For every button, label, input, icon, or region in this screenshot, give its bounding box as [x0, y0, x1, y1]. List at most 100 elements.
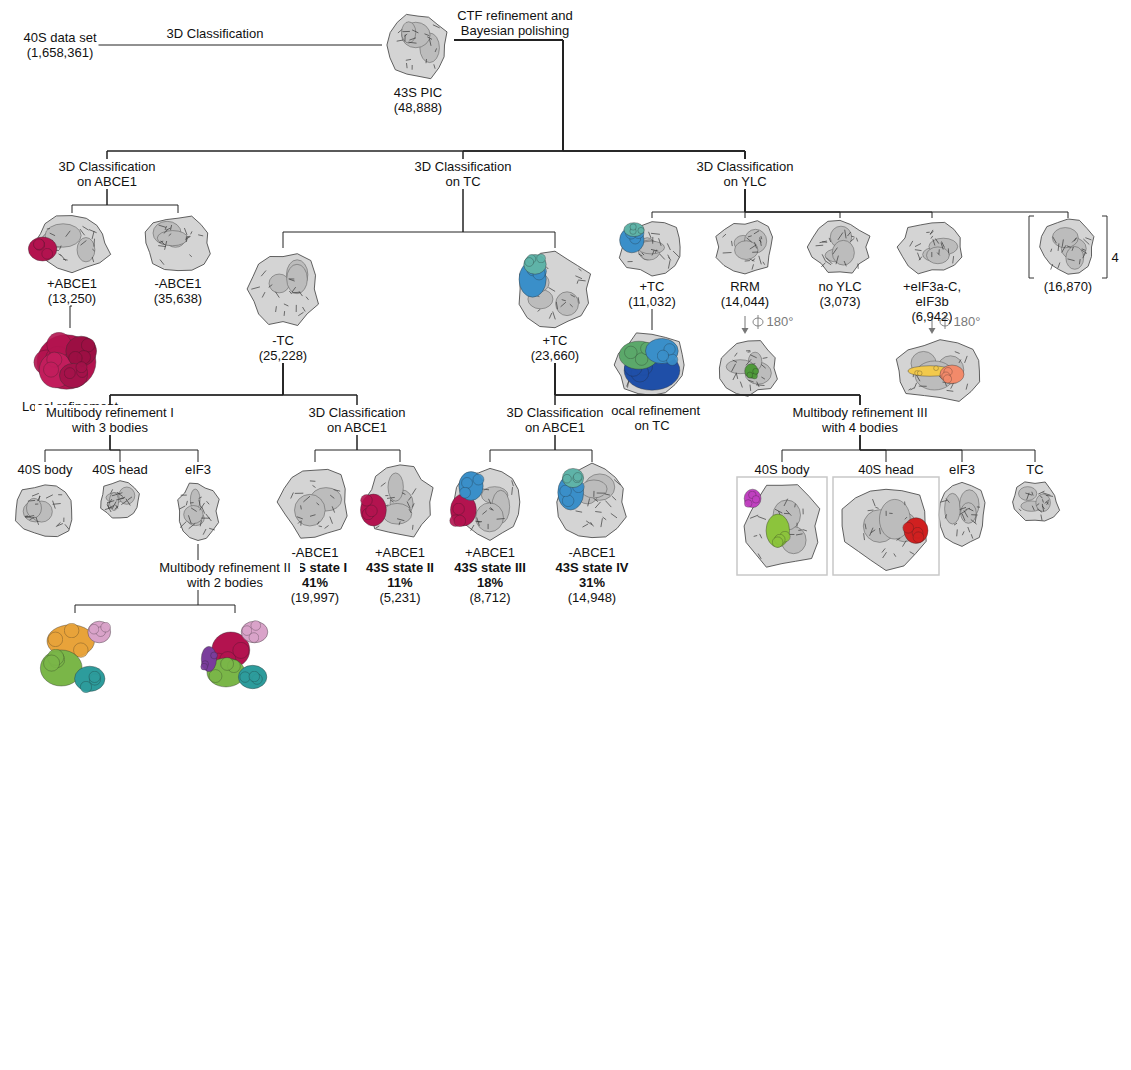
map-lobe	[383, 503, 412, 524]
map-outline	[16, 485, 72, 537]
map-subunit	[943, 375, 951, 383]
map-detail	[116, 505, 118, 509]
map-detail	[330, 517, 333, 524]
map-node: -TC(25,228)	[241, 248, 325, 363]
map-detail	[1081, 250, 1087, 254]
map-detail	[25, 516, 34, 518]
tree-connector	[454, 40, 1068, 218]
map-lobe	[832, 240, 854, 265]
map-detail	[975, 515, 976, 523]
map-detail	[803, 530, 807, 531]
arrow-head	[929, 328, 936, 334]
map-detail	[960, 507, 966, 509]
map-node: eIF3	[173, 462, 223, 542]
map-detail	[261, 271, 266, 277]
map-detail	[822, 254, 826, 261]
map-detail	[275, 306, 277, 312]
density-map	[897, 222, 962, 273]
map-detail	[829, 238, 831, 242]
map-detail	[303, 307, 306, 312]
map-subunit	[563, 474, 572, 483]
map-detail	[954, 523, 957, 525]
map-detail	[60, 246, 62, 250]
map-detail	[1041, 515, 1042, 521]
node-text: (14,044)	[712, 294, 778, 309]
density-map	[939, 482, 985, 546]
map-detail	[549, 313, 552, 319]
node-text: +eIF3a-C, eIF3b	[896, 279, 968, 309]
tree-connector	[454, 40, 745, 218]
map-detail	[412, 488, 416, 494]
map-detail	[1068, 259, 1075, 261]
map-detail	[863, 533, 865, 540]
map-lobe	[945, 493, 961, 524]
map-detail	[926, 232, 929, 233]
node-text: 40S data set	[24, 30, 97, 45]
map-detail	[797, 523, 798, 527]
node-text: (11,032)	[616, 294, 688, 309]
density-map	[145, 216, 210, 271]
map-detail	[754, 231, 759, 234]
map-detail	[757, 382, 759, 387]
map-detail	[1053, 237, 1057, 244]
map-detail	[605, 501, 611, 508]
map-node: Local refinement on TC	[597, 330, 707, 433]
map-detail	[376, 526, 380, 528]
map-detail	[642, 253, 644, 255]
density-map	[34, 332, 97, 389]
map-subunit	[562, 468, 583, 487]
map-detail	[931, 236, 933, 239]
map-detail	[910, 241, 913, 247]
map-detail	[289, 278, 295, 279]
map-detail	[964, 510, 968, 517]
map-detail	[754, 535, 758, 537]
density-map	[387, 14, 447, 78]
map-detail	[750, 515, 758, 518]
map-detail	[408, 497, 411, 501]
map-detail	[409, 509, 411, 513]
node-text: eIF3	[935, 462, 989, 477]
map-lobe	[1019, 487, 1037, 501]
map-outline	[1013, 482, 1060, 521]
map-detail	[291, 493, 294, 499]
map-detail	[203, 529, 206, 535]
map-subunit	[211, 652, 218, 659]
map-detail	[752, 264, 754, 269]
node-text: (35,638)	[141, 291, 215, 306]
map-detail	[289, 291, 291, 294]
map-detail	[488, 524, 489, 529]
map-outline	[897, 222, 962, 273]
map-space	[1008, 480, 1062, 524]
node-text: 43S state II	[362, 560, 438, 575]
map-detail	[668, 260, 670, 268]
map-detail	[962, 531, 964, 535]
map-detail	[586, 521, 592, 525]
map-detail	[92, 231, 94, 239]
map-detail	[497, 518, 505, 520]
map-outline	[145, 216, 210, 271]
map-detail	[427, 37, 432, 40]
map-lobe	[1066, 247, 1084, 270]
map-detail	[404, 35, 405, 42]
map-detail	[209, 528, 215, 530]
map-detail	[295, 493, 304, 494]
map-detail	[562, 300, 566, 301]
map-space	[362, 462, 438, 542]
map-space	[30, 213, 114, 273]
map-space	[175, 480, 221, 542]
map-detail	[556, 302, 557, 309]
map-detail	[198, 235, 203, 236]
map-subunit	[460, 487, 471, 498]
tree-connector	[283, 40, 563, 248]
map-lobe	[269, 274, 289, 293]
node-text: +ABCE1	[362, 545, 438, 560]
map-node: +TC(11,032)	[614, 218, 690, 309]
map-detail	[911, 388, 914, 390]
map-detail	[784, 499, 788, 506]
map-space	[554, 462, 630, 542]
map-detail	[750, 355, 757, 358]
map-detail	[1051, 264, 1053, 270]
map-detail	[30, 517, 35, 520]
map-detail	[945, 383, 946, 387]
map-detail	[894, 554, 896, 557]
